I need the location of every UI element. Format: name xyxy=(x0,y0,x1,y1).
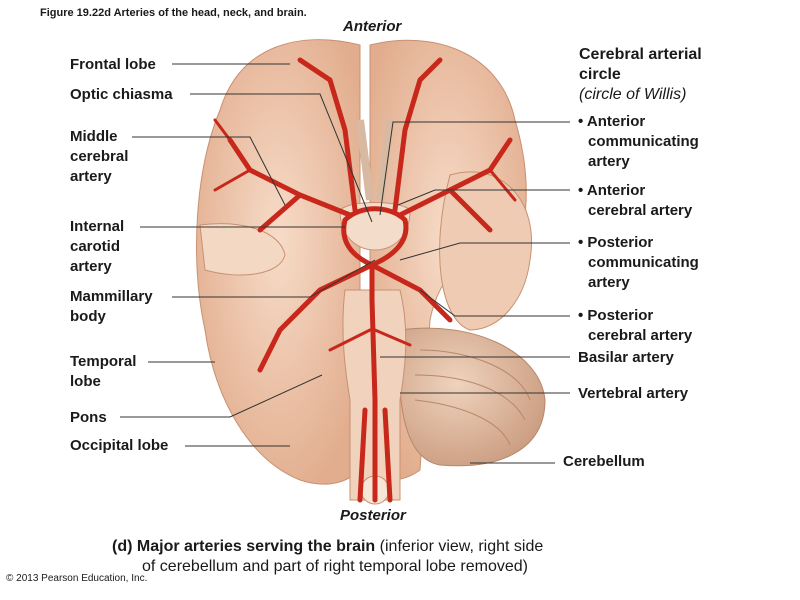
circle-of-willis-heading: Cerebral arterial circle (circle of Will… xyxy=(579,46,702,103)
anterior-label: Anterior xyxy=(343,18,402,35)
label-vertebral-artery: Vertebral artery xyxy=(578,385,689,402)
cerebellum xyxy=(398,327,546,467)
copyright: © 2013 Pearson Education, Inc. xyxy=(6,573,148,584)
leader-lines xyxy=(120,63,570,464)
figure-caption: (d) Major arteries serving the brain (in… xyxy=(112,537,543,577)
arteries xyxy=(213,57,517,503)
label-pons: Pons xyxy=(70,409,107,426)
label-optic-chiasma: Optic chiasma xyxy=(70,86,173,103)
label-occipital-lobe: Occipital lobe xyxy=(70,437,169,454)
caption-letter: (d) xyxy=(112,538,133,555)
caption-bold: Major arteries serving the brain xyxy=(136,538,376,555)
caption-rest-1: (inferior view, right side xyxy=(379,538,544,555)
caption-rest-2: of cerebellum and part of right temporal… xyxy=(142,558,528,575)
label-frontal-lobe: Frontal lobe xyxy=(70,56,156,73)
label-cerebellum: Cerebellum xyxy=(563,453,645,470)
posterior-label: Posterior xyxy=(340,507,406,524)
label-basilar-artery: Basilar artery xyxy=(578,349,674,366)
figure-title: Figure 19.22d Arteries of the head, neck… xyxy=(40,7,307,19)
